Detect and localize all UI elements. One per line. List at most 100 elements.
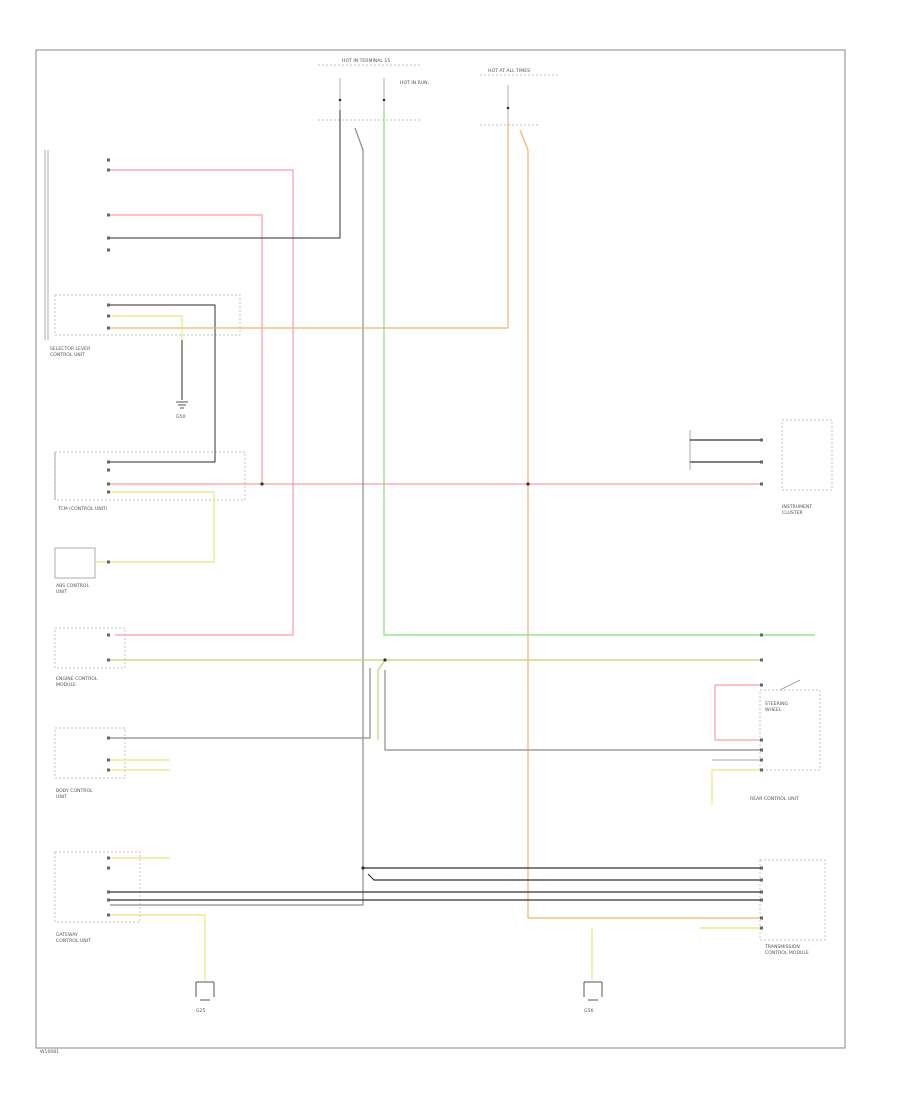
wire-yellow-7 bbox=[110, 914, 206, 980]
wire-red-1 bbox=[110, 169, 294, 636]
connector-pin bbox=[107, 303, 110, 307]
steering-label-2: WHEEL bbox=[765, 707, 782, 713]
instrument-cluster-module: INSTRUMENT CLUSTER bbox=[689, 419, 833, 516]
connector-pin bbox=[760, 438, 763, 442]
connector-pin bbox=[760, 738, 763, 742]
connector-pin bbox=[760, 482, 763, 486]
connector-pin bbox=[760, 758, 763, 762]
connector-pin bbox=[107, 560, 110, 564]
body-label: BODY CONTROL bbox=[56, 788, 93, 794]
connector-pin bbox=[760, 633, 763, 637]
connector-pin bbox=[107, 898, 110, 902]
engine-label: ENGINE CONTROL bbox=[56, 676, 98, 682]
gateway-label-2: CONTROL UNIT bbox=[56, 938, 91, 944]
engine-label-2: MODULE bbox=[56, 682, 76, 688]
wire-yg-2 bbox=[377, 659, 386, 740]
wire-gray-3 bbox=[384, 670, 760, 751]
connector-pin bbox=[107, 468, 110, 472]
connector-pin bbox=[760, 866, 763, 870]
splice-4 bbox=[361, 866, 365, 870]
ground-g56: G56 bbox=[583, 981, 603, 1014]
fuse-box-right: HOT AT ALL TIMES bbox=[480, 68, 560, 126]
connector-pin bbox=[107, 758, 110, 762]
top-label-hot-at-all: HOT AT ALL TIMES bbox=[488, 68, 530, 74]
top-label-run-start: HOT IN RUN, bbox=[400, 80, 430, 86]
wire-dgray-1 bbox=[110, 110, 341, 239]
connector-pins-right bbox=[760, 438, 763, 930]
footer-code: W10081 bbox=[40, 1049, 59, 1055]
connector-pin bbox=[107, 658, 110, 662]
rear-module-label: REAR CONTROL UNIT bbox=[750, 796, 799, 802]
connector-pin bbox=[107, 913, 110, 917]
connector-pin bbox=[107, 314, 110, 318]
transmission-label: TRANSMISSION bbox=[764, 944, 800, 950]
gateway-label: GATEWAY bbox=[56, 932, 78, 938]
ground-g25: G25 bbox=[195, 981, 215, 1014]
connector-pin bbox=[107, 158, 110, 162]
wire-gray-2 bbox=[110, 668, 371, 739]
diagram-frame bbox=[35, 49, 846, 1049]
abs-label-2: UNIT bbox=[56, 589, 67, 595]
engine-module: ENGINE CONTROL MODULE bbox=[54, 627, 126, 688]
connector-pin bbox=[760, 926, 763, 930]
ground-g50-label: G50 bbox=[176, 414, 185, 420]
gateway-module: GATEWAY CONTROL UNIT bbox=[54, 851, 141, 944]
connector-pin bbox=[107, 736, 110, 740]
connector-pin bbox=[760, 890, 763, 894]
transmission-module: TRANSMISSION CONTROL MODULE bbox=[759, 859, 826, 956]
instrument-label-2: CLUSTER bbox=[782, 510, 804, 516]
connector-pin bbox=[107, 866, 110, 870]
connector-pin bbox=[760, 916, 763, 920]
connector-pin bbox=[107, 168, 110, 172]
ground-g25-label: G25 bbox=[196, 1008, 205, 1014]
tcm-module: TCM (CONTROL UNIT) bbox=[54, 451, 246, 512]
connector-pin bbox=[107, 490, 110, 494]
splice-3 bbox=[383, 658, 387, 662]
connector-pin bbox=[107, 248, 110, 252]
wire-orange-2 bbox=[519, 129, 760, 919]
transmission-label-2: CONTROL MODULE bbox=[765, 950, 809, 956]
wire-dark-2 bbox=[367, 873, 760, 881]
wire-yellow-5 bbox=[711, 769, 761, 805]
instrument-label: INSTRUMENT bbox=[782, 504, 812, 510]
connector-pin bbox=[107, 890, 110, 894]
abs-label: ABS CONTROL bbox=[56, 583, 89, 589]
selector-lever-label: SELECTOR LEVER bbox=[50, 346, 91, 352]
connector-pin bbox=[760, 658, 763, 662]
wire-red-3 bbox=[714, 684, 760, 741]
connector-pin bbox=[107, 482, 110, 486]
connector-pin bbox=[760, 878, 763, 882]
connector-pin bbox=[107, 633, 110, 637]
connector-pins-left bbox=[107, 158, 110, 917]
rear-module: REAR CONTROL UNIT bbox=[750, 796, 799, 802]
wire-green-1 bbox=[383, 110, 815, 636]
ground-g56-label: G56 bbox=[584, 1008, 593, 1014]
connector-pin bbox=[760, 683, 763, 687]
connector-pin bbox=[760, 460, 763, 464]
top-label-fuse-box: HOT IN TERMINAL 15 bbox=[342, 58, 390, 64]
splice-1 bbox=[260, 482, 264, 486]
selector-lever-module: SELECTOR LEVER CONTROL UNIT bbox=[44, 150, 241, 358]
selector-lever-label-2: CONTROL UNIT bbox=[50, 352, 85, 358]
abs-module: ABS CONTROL UNIT bbox=[54, 547, 96, 595]
connector-pin bbox=[107, 326, 110, 330]
ground-g50: G50 bbox=[176, 340, 188, 420]
steering-wheel-module: STEERING WHEEL bbox=[759, 679, 821, 771]
wire-red-2 bbox=[110, 214, 263, 484]
connector-pin bbox=[107, 768, 110, 772]
connector-pin bbox=[107, 460, 110, 464]
steering-label: STEERING bbox=[765, 701, 789, 707]
wire-yellow-2 bbox=[95, 491, 215, 563]
connector-pin bbox=[760, 768, 763, 772]
tcm-label: TCM (CONTROL UNIT) bbox=[57, 506, 108, 512]
wire-dgray-2 bbox=[110, 304, 216, 463]
connector-pin bbox=[107, 856, 110, 860]
connector-pin bbox=[107, 236, 110, 240]
wire-gray-1 bbox=[110, 127, 364, 906]
body-module: BODY CONTROL UNIT bbox=[54, 727, 126, 800]
splice-2 bbox=[526, 482, 530, 486]
body-label-2: UNIT bbox=[56, 794, 67, 800]
connector-pin bbox=[760, 898, 763, 902]
connector-pin bbox=[107, 213, 110, 217]
